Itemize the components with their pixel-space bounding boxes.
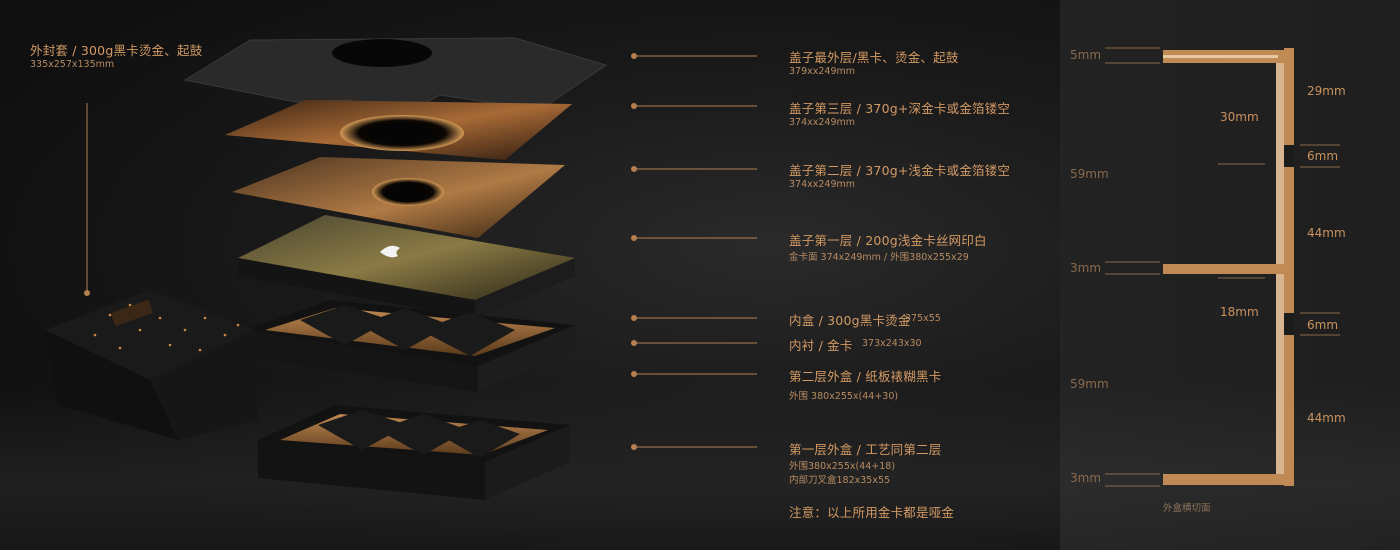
layer-7-title: 第二层外盒 / 纸板裱糊黑卡 (789, 369, 942, 384)
box2-insert-c (420, 312, 515, 356)
layer-3-sub: 374xx249mm (789, 179, 856, 190)
rabbit-icon (380, 245, 400, 258)
layer-8-title: 第一层外盒 / 工艺同第二层 (789, 442, 942, 457)
lid-layer-3-hole (368, 123, 436, 143)
layer-2-sub: 374xx249mm (789, 117, 856, 128)
layer-8-sub2: 内部刀叉盒182x35x55 (789, 475, 891, 486)
lid-layer-1-side-right (475, 258, 575, 318)
gold-card-note: 注意：以上所用金卡都是哑金 (789, 505, 955, 520)
layer-6-sub: 373x243x30 (862, 338, 922, 349)
layer-2-title: 盖子第三层 / 370g+深金卡或金箔镂空 (789, 101, 1011, 116)
cs-label-r3: 44mm (1307, 226, 1346, 240)
box1-insert-b (378, 414, 468, 455)
leader-lines (634, 55, 757, 448)
layer-4-sub: 金卡面 374x249mm / 外围380x255x29 (789, 252, 969, 263)
sleeve-leader-dot (84, 290, 90, 296)
layer-7-sub: 外围 380x255x(44+30) (789, 391, 899, 402)
cross-section-drawing (1105, 47, 1340, 487)
cs-label-tray-inner: 18mm (1220, 305, 1259, 319)
cs-label-mid: 3mm (1070, 261, 1102, 275)
cross-section-caption: 外盒横切面 (1163, 503, 1211, 514)
layer-8-sub: 外围380x255x(44+18) (789, 461, 896, 472)
cs-label-lid-inner: 30mm (1220, 110, 1259, 124)
layer-1-sub: 379xx249mm (789, 66, 856, 77)
box1-insert-a (318, 410, 408, 450)
layer-5-sub: 375x55 (905, 313, 941, 324)
box1-side-right (485, 425, 570, 500)
cs-label-r5: 44mm (1307, 411, 1346, 425)
sleeve-side-left (45, 330, 178, 440)
cs-label-lower: 59mm (1070, 377, 1109, 391)
sleeve-side-right (150, 330, 258, 440)
sleeve-gold-stars (93, 303, 240, 352)
box2-insert-a (300, 305, 390, 345)
lid-outer-window (332, 39, 432, 67)
cs-label-r1: 29mm (1307, 84, 1346, 98)
sleeve-emblem (110, 299, 154, 327)
box2-side-front (245, 330, 478, 392)
box1-side-front (258, 440, 485, 500)
box2-side-right (478, 325, 575, 392)
layer-5-title: 内盒 / 300g黑卡烫金 (789, 313, 911, 328)
lid-layer-1-side-front (238, 258, 475, 318)
sleeve-title: 外封套 / 300g黑卡烫金、起鼓 (30, 43, 203, 58)
sleeve-top (45, 290, 255, 380)
box2-insert-b (360, 308, 450, 350)
leader-dots (631, 53, 637, 450)
layer-3-title: 盖子第二层 / 370g+浅金卡或金箔镂空 (789, 163, 1011, 178)
cs-label-bottom: 3mm (1070, 471, 1102, 485)
right-backdrop (1060, 0, 1400, 550)
layer-4-title: 盖子第一层 / 200g浅金卡丝网印白 (789, 233, 987, 248)
layer-6-title: 内衬 / 金卡 (789, 338, 853, 353)
cs-label-top: 5mm (1070, 48, 1102, 62)
layer-1-title: 盖子最外层/黑卡、烫金、起鼓 (789, 50, 959, 65)
cs-label-r2: 6mm (1307, 149, 1339, 163)
cs-label-upper: 59mm (1070, 167, 1109, 181)
lid-layer-2-hole (385, 187, 425, 201)
box1-insert-c (438, 420, 520, 458)
cs-label-r4: 6mm (1307, 318, 1339, 332)
sleeve-size: 335x257x135mm (30, 59, 115, 70)
lid-layer-1 (238, 215, 575, 300)
